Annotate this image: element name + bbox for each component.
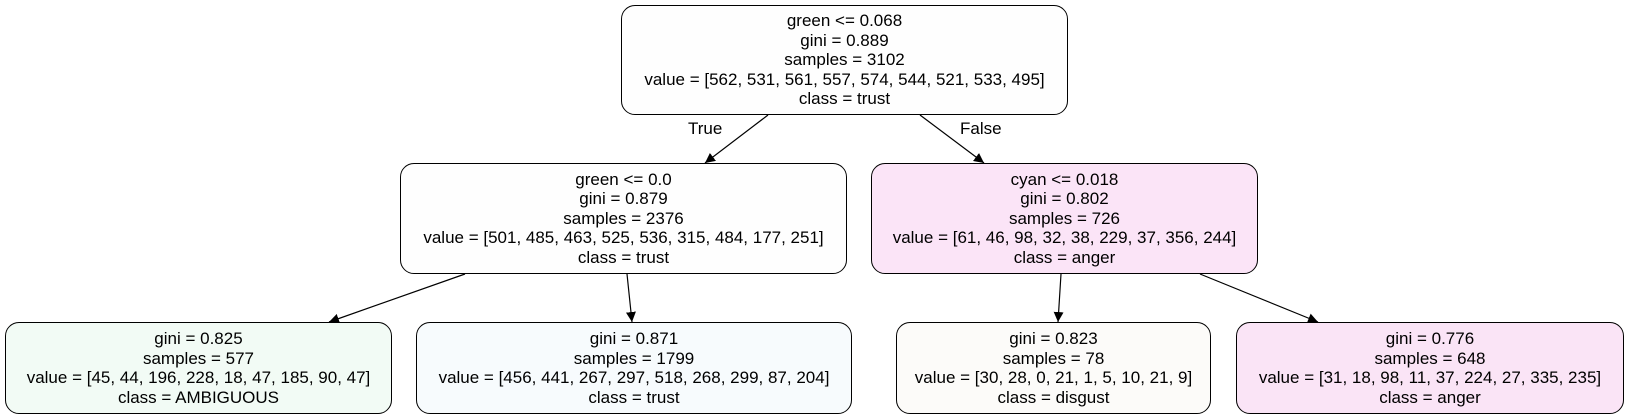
node-gini: gini = 0.871 bbox=[589, 329, 679, 348]
tree-node-root: green <= 0.068 gini = 0.889 samples = 31… bbox=[621, 5, 1068, 115]
tree-leaf-ll: gini = 0.825 samples = 577 value = [45, … bbox=[5, 322, 392, 414]
node-gini: gini = 0.823 bbox=[1009, 329, 1098, 348]
edge-left-lr bbox=[625, 273, 636, 323]
node-value: value = [501, 485, 463, 525, 536, 315, 4… bbox=[423, 228, 824, 248]
edge-left-ll bbox=[328, 273, 466, 324]
tree-leaf-rr: gini = 0.776 samples = 648 value = [31, … bbox=[1236, 322, 1624, 414]
node-gini: gini = 0.879 bbox=[579, 189, 668, 209]
edge-root-left bbox=[704, 114, 769, 164]
node-class: class = anger bbox=[1013, 247, 1116, 267]
node-class: class = anger bbox=[1379, 387, 1481, 407]
node-class: class = disgust bbox=[997, 387, 1110, 407]
tree-leaf-lr: gini = 0.871 samples = 1799 value = [456… bbox=[416, 322, 852, 414]
edge-label-false: False bbox=[960, 119, 1002, 138]
node-samples: samples = 3102 bbox=[784, 50, 905, 70]
node-samples: samples = 78 bbox=[1002, 348, 1105, 368]
node-split: green <= 0.0 bbox=[575, 169, 672, 189]
node-split: green <= 0.068 bbox=[786, 11, 903, 31]
node-samples: samples = 2376 bbox=[563, 208, 684, 228]
node-gini: gini = 0.825 bbox=[154, 329, 243, 348]
node-class: class = AMBIGUOUS bbox=[117, 387, 280, 407]
node-gini: gini = 0.776 bbox=[1385, 329, 1475, 348]
node-split: cyan <= 0.018 bbox=[1010, 169, 1119, 189]
edge-label-true: True bbox=[688, 119, 723, 138]
node-samples: samples = 577 bbox=[142, 348, 255, 368]
node-value: value = [562, 531, 561, 557, 574, 544, 5… bbox=[644, 69, 1045, 89]
node-class: class = trust bbox=[577, 247, 670, 267]
tree-leaf-rl: gini = 0.823 samples = 78 value = [30, 2… bbox=[896, 322, 1211, 414]
edge-right-rr bbox=[1199, 273, 1319, 323]
tree-node-right: cyan <= 0.018 gini = 0.802 samples = 726… bbox=[871, 163, 1258, 274]
node-value: value = [61, 46, 98, 32, 38, 229, 37, 35… bbox=[892, 228, 1237, 248]
node-class: class = trust bbox=[798, 89, 891, 109]
edge-root-right bbox=[919, 114, 985, 164]
node-class: class = trust bbox=[588, 387, 680, 407]
node-samples: samples = 1799 bbox=[573, 348, 695, 368]
node-value: value = [45, 44, 196, 228, 18, 47, 185, … bbox=[26, 368, 371, 387]
edge-right-rl bbox=[1053, 273, 1064, 323]
tree-node-left: green <= 0.0 gini = 0.879 samples = 2376… bbox=[400, 163, 847, 274]
node-value: value = [31, 18, 98, 11, 37, 224, 27, 33… bbox=[1258, 368, 1602, 387]
node-value: value = [456, 441, 267, 297, 518, 268, 2… bbox=[438, 368, 830, 387]
node-samples: samples = 726 bbox=[1008, 208, 1121, 228]
node-gini: gini = 0.889 bbox=[800, 30, 889, 50]
node-gini: gini = 0.802 bbox=[1020, 189, 1109, 209]
node-value: value = [30, 28, 0, 21, 1, 5, 10, 21, 9] bbox=[914, 368, 1193, 387]
node-samples: samples = 648 bbox=[1374, 348, 1486, 368]
